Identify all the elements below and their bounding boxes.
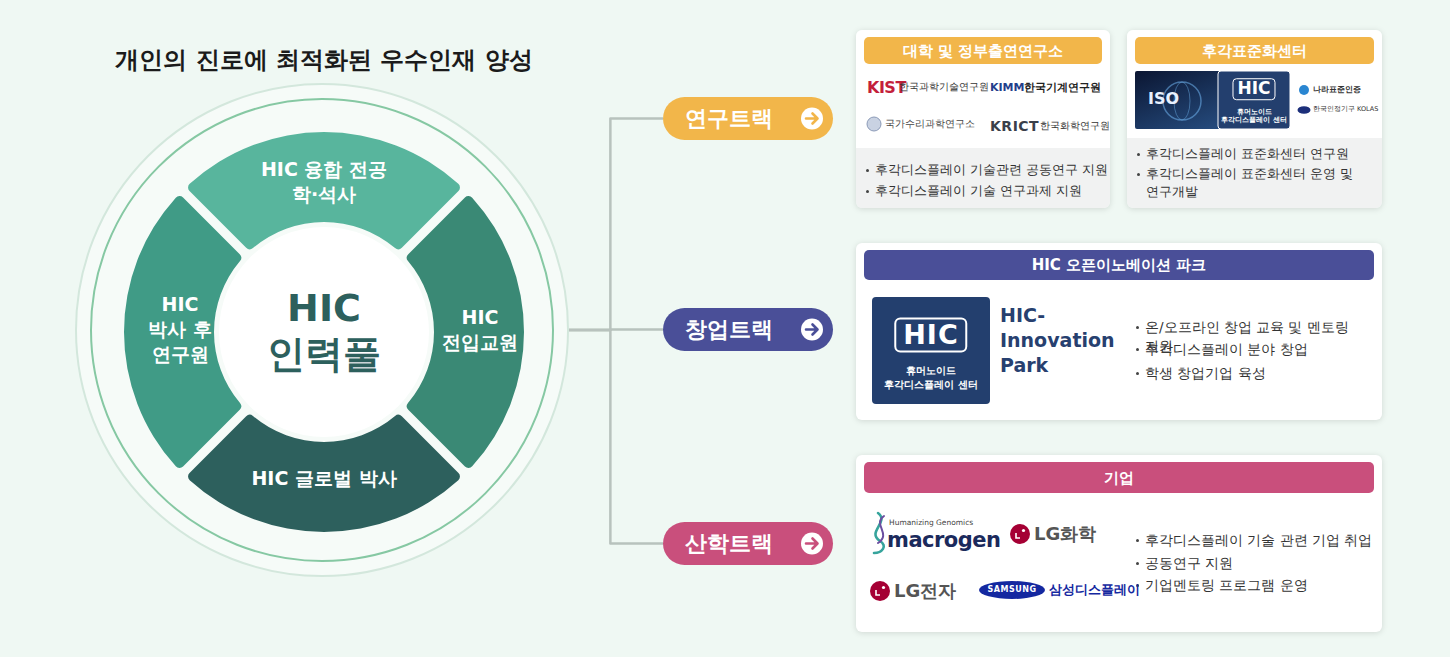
bullet-item: 공동연구 지원 xyxy=(1134,554,1374,573)
lg-logo xyxy=(876,590,880,595)
segment-label: HIC 박사 후 연구원 xyxy=(144,292,216,367)
hic-logo-box xyxy=(1218,71,1290,129)
segment-label: HIC 글로벌 박사 xyxy=(209,466,439,491)
branch-connector xyxy=(569,330,663,544)
header-label: 대학 및 정부출연연구소 xyxy=(903,41,1063,60)
arrow-icon xyxy=(801,319,823,341)
center-label: HIC 인력풀 xyxy=(249,286,399,377)
logo-mark: HIC xyxy=(894,317,967,352)
branch-connector xyxy=(569,119,663,331)
track-pill: 창업트랙 xyxy=(663,308,833,351)
kolas-mark xyxy=(1298,106,1311,114)
info-card: HIC- Innovation Park온/오프라인 창업 교육 및 멘토링 지… xyxy=(856,243,1382,420)
header-label: HIC 오픈이노베이션 파크 xyxy=(1032,256,1207,275)
card-header: 후각표준화센터 xyxy=(1135,37,1374,64)
header-label: 기업 xyxy=(1104,468,1134,487)
track-label: 창업트랙 xyxy=(685,315,773,345)
standard-photo xyxy=(1135,71,1285,129)
branch-connector xyxy=(569,328,663,331)
samsung-oval xyxy=(979,581,1045,599)
kc-mark xyxy=(1299,85,1309,95)
bullet-item: 후각디스플레이 기술관련 공동연구 지원 xyxy=(864,161,1108,179)
lg-logo xyxy=(1016,533,1020,538)
lg-logo xyxy=(1022,529,1025,532)
segment-label: HIC 전입교원 xyxy=(430,305,530,355)
bullet-item: 후각디스플레이 기술 관련 기업 취업 xyxy=(1134,531,1374,550)
bullet-item: 학생 창업기업 육성 xyxy=(1134,364,1374,383)
macrogen-helix xyxy=(878,516,884,543)
track-label: 연구트랙 xyxy=(685,104,773,134)
institute-emblem xyxy=(867,117,881,131)
bullet-item: 후각디스플레이 기술 연구과제 지원 xyxy=(864,182,1108,200)
track-pill: 연구트랙 xyxy=(663,97,833,140)
header-label: 후각표준화센터 xyxy=(1202,41,1307,60)
arrow-icon xyxy=(801,533,823,555)
ring-segment: HIC 전입교원 xyxy=(401,190,525,474)
hic-logo-box: HIC 휴머노이드 후각디스플레이 센터 xyxy=(872,297,990,404)
ring-line xyxy=(91,99,553,561)
park-name: HIC- Innovation Park xyxy=(1000,303,1132,378)
lg-logo xyxy=(870,581,890,601)
center-circle: HIC 인력풀 xyxy=(219,227,429,437)
bullet-item: 후각디스플레이 표준화센터 연구원 xyxy=(1135,145,1380,163)
globe-graphic xyxy=(1163,82,1201,120)
info-card: 후각디스플레이 기술 관련 기업 취업공동연구 지원기업멘토링 프로그램 운영 기… xyxy=(856,455,1382,632)
card-header: 기업 xyxy=(864,462,1374,493)
card-header: HIC 오픈이노베이션 파크 xyxy=(864,250,1374,280)
bullet-item: 후각디스플레이 표준화센터 운영 및 연구개발 xyxy=(1135,165,1380,200)
arrow-icon xyxy=(801,108,823,130)
arrow-icon xyxy=(806,325,818,335)
lg-logo xyxy=(882,586,885,589)
bullet-item: 후각디스플레이 분야 창업 xyxy=(1134,340,1374,359)
card-header: 대학 및 정부출연연구소 xyxy=(864,37,1102,64)
globe-graphic xyxy=(1174,82,1190,120)
arrow-icon xyxy=(806,539,818,549)
macrogen-helix xyxy=(874,513,884,553)
info-card: 후각디스플레이 기술관련 공동연구 지원후각디스플레이 기술 연구과제 지원 대학… xyxy=(856,30,1110,208)
track-pill: 산학트랙 xyxy=(663,522,833,565)
diagram-title: 개인의 진로에 최적화된 우수인재 양성 xyxy=(115,44,532,76)
arrow-icon xyxy=(806,114,818,124)
logo-caption: 휴머노이드 후각디스플레이 센터 xyxy=(878,364,984,391)
segment-shape xyxy=(188,415,460,532)
segment-label: HIC 융합 전공 학·석사 xyxy=(249,157,399,207)
track-label: 산학트랙 xyxy=(685,529,773,559)
lg-logo xyxy=(1010,524,1030,544)
info-card: 후각디스플레이 표준화센터 연구원후각디스플레이 표준화센터 운영 및 연구개발… xyxy=(1127,30,1382,208)
bullet-item: 기업멘토링 프로그램 운영 xyxy=(1134,576,1374,595)
talent-pool-ring: 개인의 진로에 최적화된 우수인재 양성HIC 융합 전공 학·석사HIC 박사… xyxy=(75,83,569,577)
ring-segment: HIC 글로벌 박사 xyxy=(182,409,466,534)
